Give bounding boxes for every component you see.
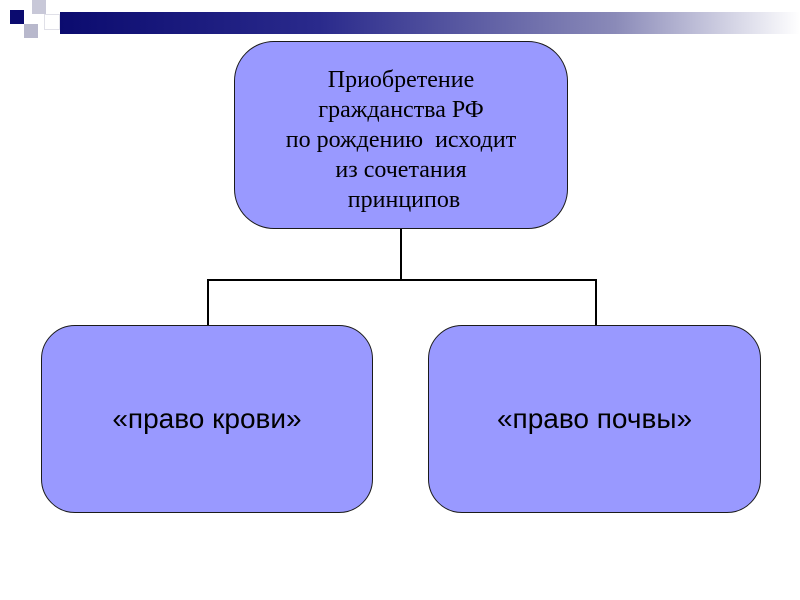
root-node-text: Приобретение гражданства РФ по рождению … (286, 65, 516, 215)
connector-root-down (400, 229, 402, 280)
header-square-gray (24, 24, 38, 38)
root-node: Приобретение гражданства РФ по рождению … (234, 41, 568, 229)
header-square-light (32, 0, 46, 14)
child-node-blood-label: «право крови» (112, 403, 302, 434)
connector-left-down (207, 279, 209, 325)
root-line-3: по рождению исходит (285, 127, 517, 153)
root-line-1: Приобретение (327, 67, 475, 93)
child-node-soil: «право почвы» (428, 325, 761, 513)
child-node-blood: «право крови» (41, 325, 373, 513)
root-line-2: гражданства РФ (318, 97, 484, 123)
header-gradient-band (60, 12, 800, 34)
header-square-white (44, 14, 60, 30)
header-square-dark (10, 10, 24, 24)
root-line-5: принципов (341, 187, 461, 213)
connector-horizontal (207, 279, 597, 281)
root-line-4: из сочетания (335, 157, 467, 183)
child-node-soil-label: «право почвы» (496, 403, 693, 434)
connector-right-down (595, 279, 597, 325)
